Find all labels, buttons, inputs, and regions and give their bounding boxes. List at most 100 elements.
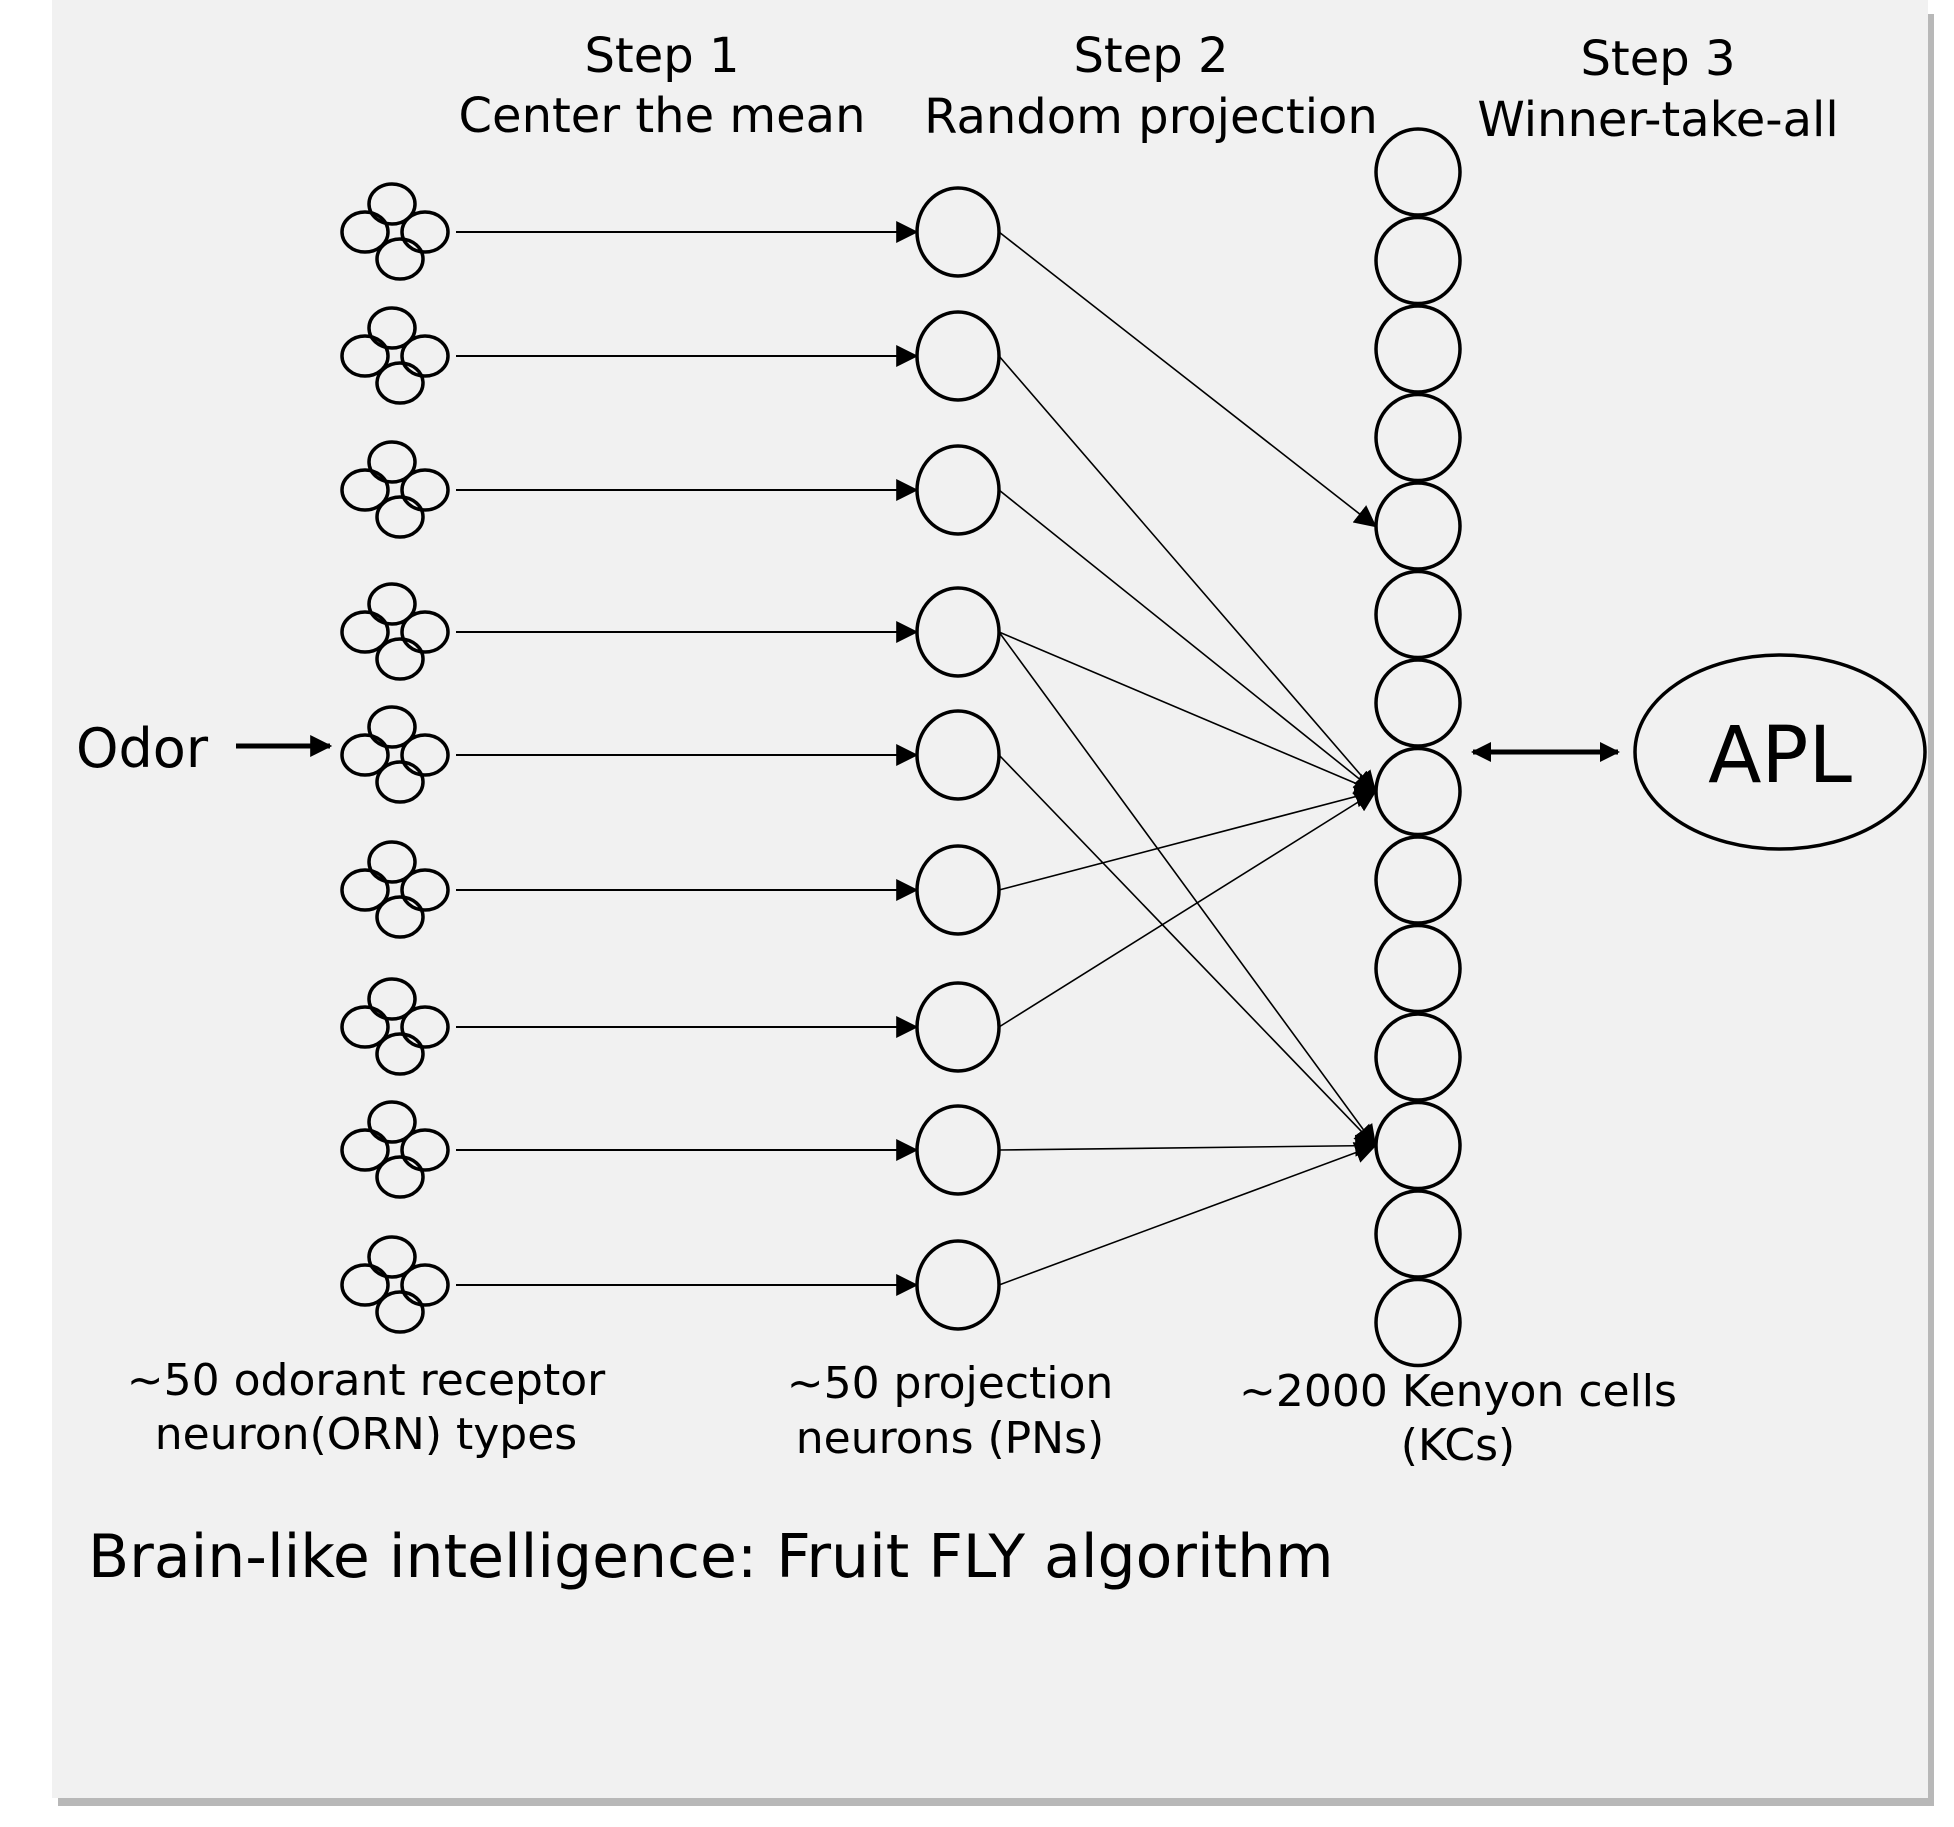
orn-blob [375, 895, 425, 939]
orn-cluster [340, 582, 450, 681]
orn-cluster [340, 840, 450, 939]
projection-line [998, 785, 1378, 891]
orn-blob [367, 1235, 417, 1279]
orn-blob [375, 637, 425, 681]
pn-node [915, 1104, 1001, 1196]
orn-blob [400, 210, 450, 254]
orn-layer [340, 182, 450, 1334]
kc-layer [1374, 127, 1462, 1368]
step-1-number: Step 1 [584, 28, 739, 84]
pn-node [915, 310, 1001, 402]
kc-node [1374, 569, 1462, 660]
kc-node [1374, 746, 1462, 837]
orn-blob [340, 1005, 390, 1049]
orn-blob [340, 1128, 390, 1172]
orn-blob [375, 361, 425, 405]
orn-cluster [340, 705, 450, 804]
orn-blob [400, 868, 450, 912]
orn-label-line-2: neuron(ORN) types [155, 1409, 577, 1460]
layer-labels: ~50 odorant receptor neuron(ORN) types ~… [127, 1355, 1677, 1471]
orn-cluster [340, 306, 450, 405]
orn-blob [375, 1032, 425, 1076]
pn-node [915, 709, 1001, 801]
projection-line [998, 1142, 1378, 1286]
kc-node [1374, 392, 1462, 483]
orn-blob [375, 1155, 425, 1199]
kc-node [1374, 1012, 1462, 1102]
kc-node [1374, 1277, 1462, 1368]
pn-node [915, 844, 1001, 936]
orn-blob [367, 440, 417, 484]
orn-blob [367, 705, 417, 749]
kc-node [1374, 835, 1462, 925]
apl-label: APL [1708, 711, 1852, 801]
orn-blob [375, 237, 425, 281]
orn-blob [375, 1290, 425, 1334]
step-3-name: Winner-take-all [1477, 92, 1838, 148]
panel-background [52, 0, 1928, 1798]
orn-blob [400, 1128, 450, 1172]
orn-cluster [340, 1235, 450, 1334]
orn-blob [340, 868, 390, 912]
step-2-name: Random projection [924, 89, 1378, 145]
apl-node [1633, 653, 1927, 851]
orn-blob [340, 733, 390, 777]
orn-blob [340, 1263, 390, 1307]
pn-label-line-2: neurons (PNs) [796, 1413, 1104, 1464]
orn-cluster [340, 182, 450, 281]
orn-blob [400, 468, 450, 512]
projection-line [998, 231, 1377, 528]
step-1-name: Center the mean [459, 88, 866, 144]
projection-line [998, 754, 1377, 1148]
kc-label-line-1: ~2000 Kenyon cells [1239, 1366, 1677, 1417]
orn-blob [367, 306, 417, 350]
projection-line [998, 790, 1377, 1028]
pn-label-line-1: ~50 projection [787, 1358, 1114, 1409]
projection-line [998, 489, 1377, 793]
orn-blob [400, 1005, 450, 1049]
orn-blob [400, 733, 450, 777]
orn-blob [367, 582, 417, 626]
orn-blob [375, 495, 425, 539]
kc-node [1374, 215, 1462, 306]
orn-blob [340, 468, 390, 512]
caption: Brain-like intelligence: Fruit FLY algor… [88, 1522, 1334, 1592]
kc-node [1374, 1189, 1462, 1279]
orn-blob [367, 977, 417, 1021]
step-headers: Step 1 Center the mean Step 2 Random pro… [459, 28, 1839, 148]
projection-line [998, 355, 1377, 794]
pn-layer [915, 186, 1001, 1331]
projection-line [998, 631, 1377, 1148]
pn-node [915, 444, 1001, 536]
kc-node [1374, 658, 1462, 748]
kc-node [1374, 923, 1462, 1014]
kc-node [1374, 1100, 1462, 1191]
random-projections [998, 231, 1378, 1286]
projection-line [998, 1134, 1378, 1157]
orn-blob [375, 760, 425, 804]
orn-blob [367, 840, 417, 884]
kc-label-line-2: (KCs) [1401, 1420, 1515, 1471]
orn-blob [367, 182, 417, 226]
step-3-number: Step 3 [1580, 31, 1735, 87]
orn-blob [400, 334, 450, 378]
pn-node [915, 981, 1001, 1073]
orn-label-line-1: ~50 odorant receptor [127, 1355, 606, 1406]
orn-blob [400, 1263, 450, 1307]
orn-to-pn-arrows [456, 221, 919, 1296]
orn-cluster [340, 1100, 450, 1199]
pn-node [915, 1239, 1001, 1331]
kc-node [1374, 127, 1462, 217]
odor-label: Odor [76, 717, 209, 780]
orn-blob [400, 610, 450, 654]
orn-cluster [340, 440, 450, 539]
step-2-number: Step 2 [1073, 28, 1228, 84]
orn-blob [340, 334, 390, 378]
orn-blob [340, 610, 390, 654]
kc-node [1374, 304, 1462, 394]
orn-blob [340, 210, 390, 254]
pn-node [915, 586, 1001, 678]
orn-cluster [340, 977, 450, 1076]
projection-line [998, 631, 1378, 794]
